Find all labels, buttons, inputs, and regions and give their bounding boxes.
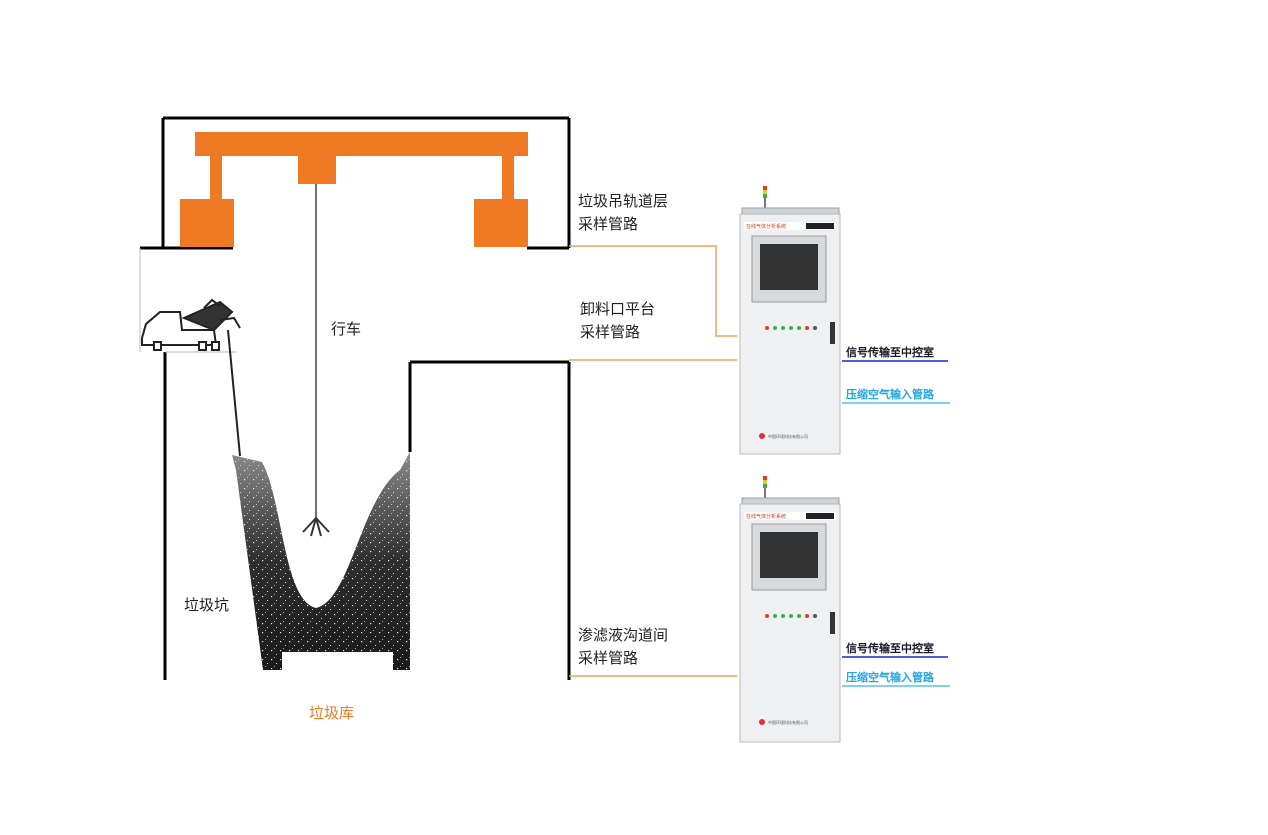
air-label-1: 压缩空气输入管路 xyxy=(846,388,934,401)
sampling-pipes xyxy=(569,245,737,677)
unloading-chute xyxy=(227,329,241,457)
rail-layer-label-line1: 垃圾吊轨道层 xyxy=(578,192,669,210)
leachate-label-line1: 渗滤液沟道间 xyxy=(578,626,669,644)
unloading-label-line1: 卸料口平台 xyxy=(580,300,656,318)
signal-line-2 xyxy=(842,656,948,658)
svg-text:在线气体分析系统: 在线气体分析系统 xyxy=(746,223,786,230)
svg-text:中国环境科技有限公司: 中国环境科技有限公司 xyxy=(768,433,808,439)
dump-truck xyxy=(141,298,241,351)
indicator-lights xyxy=(765,614,817,618)
signal-line-1 xyxy=(842,360,948,362)
rail-layer-pipe xyxy=(569,245,737,337)
analyzer-cabinet-2: 在线气体分析系统 中国环境科技有限公司 xyxy=(739,476,841,743)
unloading-label-line2: 采样管路 xyxy=(580,323,641,341)
air-line-2 xyxy=(842,685,950,687)
analyzer-cabinet-1: 在线气体分析系统 中国环境科技有限公司 xyxy=(739,186,841,455)
rail-layer-label-line2: 采样管路 xyxy=(578,215,639,233)
crane-label: 行车 xyxy=(331,320,362,338)
svg-text:中国环境科技有限公司: 中国环境科技有限公司 xyxy=(768,719,808,725)
bunker-label: 垃圾库 xyxy=(309,704,355,722)
garbage-pit xyxy=(232,452,410,670)
air-label-2: 压缩空气输入管路 xyxy=(846,671,934,684)
overhead-crane xyxy=(180,132,528,247)
grab-claw xyxy=(302,517,330,537)
building-outline xyxy=(140,116,571,680)
svg-text:在线气体分析系统: 在线气体分析系统 xyxy=(746,513,786,520)
signal-label-1: 信号传输至中控室 xyxy=(846,346,934,359)
signal-label-2: 信号传输至中控室 xyxy=(846,642,934,655)
leachate-label-line2: 采样管路 xyxy=(578,649,639,667)
air-line-1 xyxy=(842,402,950,404)
pit-label: 垃圾坑 xyxy=(184,596,230,614)
indicator-lights xyxy=(765,326,817,330)
